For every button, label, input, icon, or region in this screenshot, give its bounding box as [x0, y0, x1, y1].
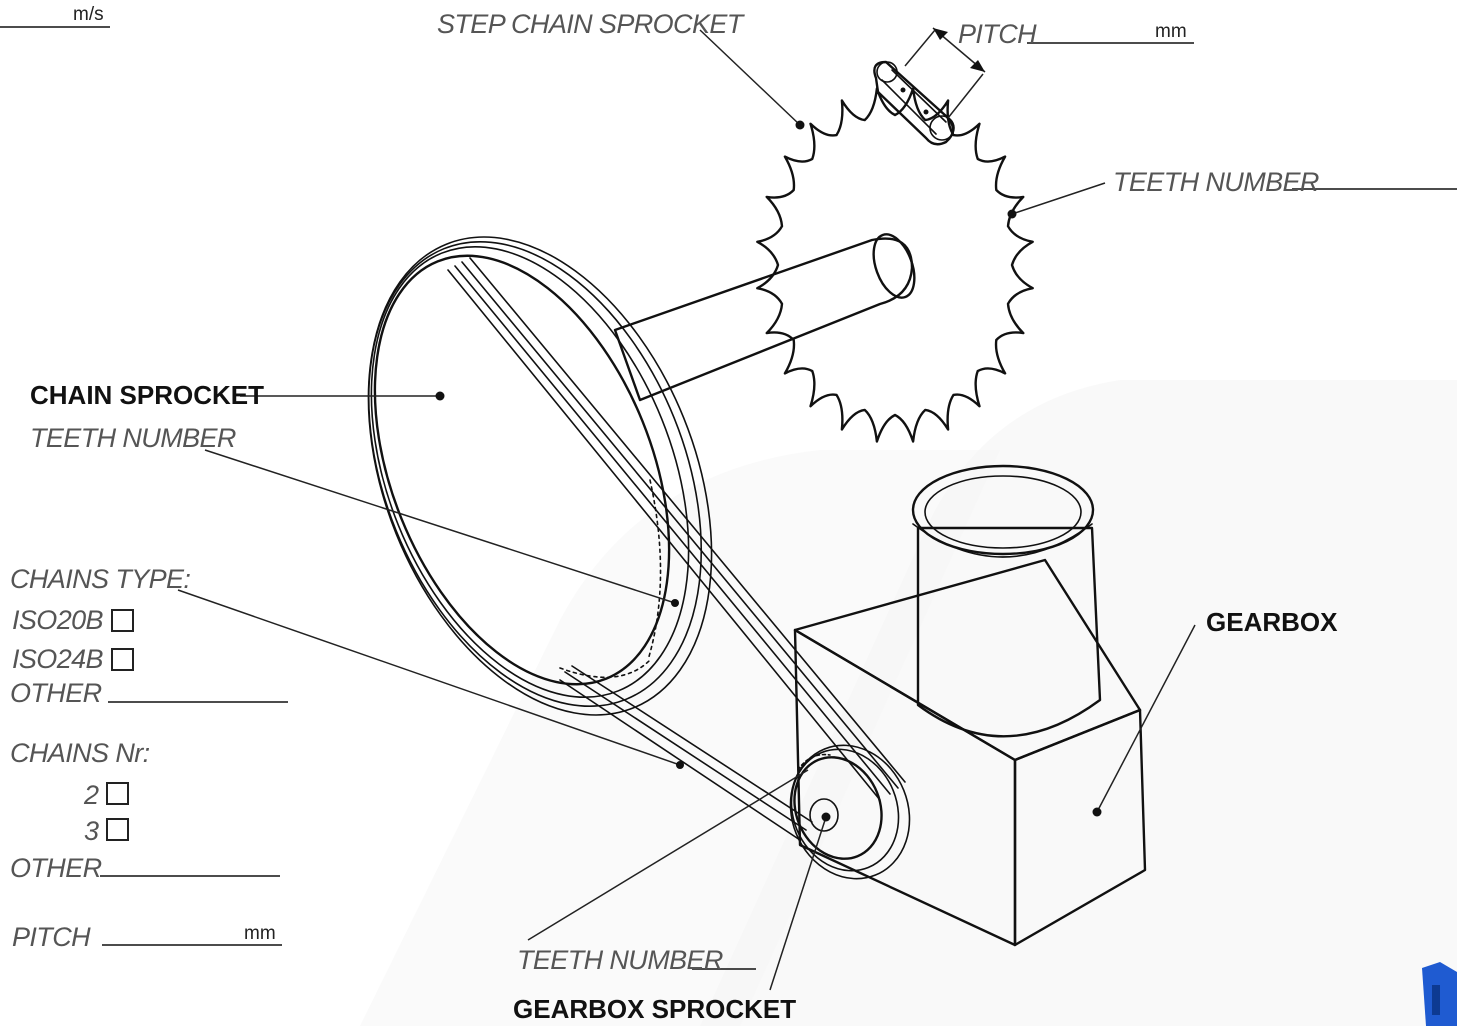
teeth-number-bottom-label: TEETH NUMBER — [517, 945, 723, 975]
fill-in-lines — [0, 26, 1457, 970]
gearbox-sprocket-label: GEARBOX SPROCKET — [513, 994, 796, 1024]
gearbox-sprocket-drawing — [789, 744, 911, 880]
step-chain-sprocket-gear — [756, 87, 1034, 443]
motor-cylinder — [911, 464, 1102, 738]
drive-chain — [447, 257, 906, 841]
other-type-label: OTHER — [10, 678, 102, 708]
step-chain-sprocket-label: STEP CHAIN SPROCKET — [437, 9, 746, 39]
background-watermark — [360, 380, 1457, 1026]
other-nr-label: OTHER — [10, 853, 102, 883]
labels: m/s STEP CHAIN SPROCKET PITCH mm TEETH N… — [10, 4, 1338, 1024]
pitch-chain-link — [873, 60, 955, 146]
iso20b-label: ISO20B — [12, 605, 104, 635]
pitch-dimension — [904, 27, 986, 119]
speed-unit-label: m/s — [73, 4, 104, 25]
nr-3-checkbox[interactable] — [106, 818, 129, 841]
corner-logo — [1422, 962, 1457, 1026]
step-chain-sprocket-drawing — [756, 27, 1034, 443]
iso24b-checkbox[interactable] — [111, 648, 134, 671]
nr-2-label: 2 — [83, 780, 99, 810]
pitch-bottom-label: PITCH — [12, 922, 91, 952]
checkboxes — [106, 609, 134, 841]
chains-nr-label: CHAINS Nr: — [10, 738, 150, 768]
teeth-number-top-label: TEETH NUMBER — [1113, 167, 1319, 197]
pitch-top-label: PITCH — [958, 19, 1037, 49]
chains-type-label: CHAINS TYPE: — [10, 564, 190, 594]
nr-3-label: 3 — [84, 816, 99, 846]
nr-2-checkbox[interactable] — [106, 782, 129, 805]
iso20b-checkbox[interactable] — [111, 609, 134, 632]
gearbox-label: GEARBOX — [1206, 607, 1338, 637]
pitch-top-unit: mm — [1155, 21, 1187, 42]
leader-lines — [177, 29, 1196, 991]
drive-shaft — [613, 233, 916, 402]
pitch-bottom-unit: mm — [244, 923, 276, 944]
chain-sprocket-label: CHAIN SPROCKET — [30, 380, 264, 410]
teeth-number-left-label: TEETH NUMBER — [30, 423, 236, 453]
iso24b-label: ISO24B — [12, 644, 104, 674]
chain-sprocket-drawing — [367, 236, 713, 716]
